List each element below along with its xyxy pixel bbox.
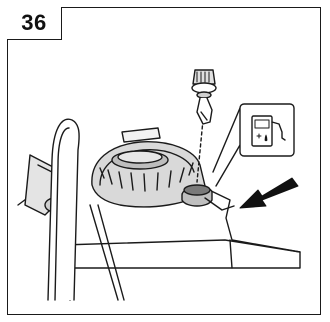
handle-bar (48, 119, 79, 300)
fuel-cap-icon (192, 70, 216, 124)
starter-handle (122, 128, 160, 142)
arrow-icon (240, 178, 298, 208)
